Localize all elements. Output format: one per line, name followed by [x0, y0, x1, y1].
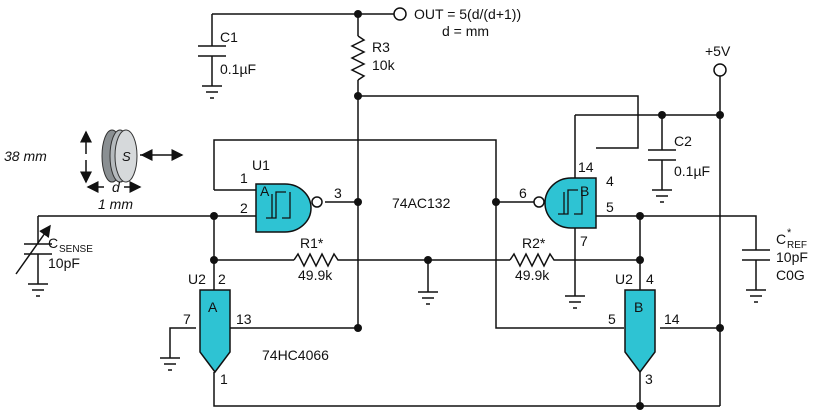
u1b-pin6: 6 — [519, 185, 527, 201]
junctions — [210, 10, 724, 410]
r1-name: R1* — [300, 235, 324, 251]
u1-ref: U1 — [252, 157, 270, 173]
u2b-unit: B — [634, 299, 643, 315]
u2a-pin13: 13 — [236, 311, 252, 327]
u1b-unit: B — [580, 183, 589, 199]
r1-value: 49.9k — [298, 267, 333, 283]
u1a-pin2: 2 — [240, 200, 248, 216]
u2a-pin2: 2 — [218, 271, 226, 287]
u1a-pin3: 3 — [334, 185, 342, 201]
sensor-letter: S — [122, 149, 131, 164]
cref-type: C0G — [776, 267, 805, 283]
sensor-gap-label: 1 mm — [98, 196, 133, 212]
gate-u1a: U1 A 1 2 3 — [240, 157, 342, 233]
switch-u2b: B U2 4 5 14 3 — [608, 271, 680, 387]
r2-value: 49.9k — [515, 267, 550, 283]
c1-name: C1 — [220, 29, 238, 45]
csense-name: C — [48, 235, 58, 251]
u2a-ref: U2 — [188, 271, 206, 287]
u2a-pin7: 7 — [183, 311, 191, 327]
out-unit-label: d = mm — [442, 23, 489, 39]
supply-terminal: +5V — [705, 43, 731, 77]
capacitor-c1: C1 0.1µF — [198, 29, 256, 99]
c2-value: 0.1µF — [674, 163, 710, 179]
r2-name: R2* — [522, 235, 546, 251]
sensor-illustration: 38 mm S d 1 mm — [4, 129, 184, 212]
cref-value: 10pF — [776, 249, 808, 265]
resistor-r3: R3 10k — [350, 35, 396, 81]
resistor-r1: R1* 49.9k — [293, 235, 344, 283]
ground-symbols — [160, 291, 585, 371]
schmitt-ic-label: 74AC132 — [392, 195, 451, 211]
c2-name: C2 — [674, 133, 692, 149]
csense-subscript: SENSE — [59, 244, 93, 255]
sensor-size-label: 38 mm — [4, 148, 47, 164]
csense-value: 10pF — [48, 255, 80, 271]
u1a-pin1: 1 — [240, 170, 248, 186]
u2b-ref: U2 — [615, 271, 633, 287]
u2b-pin14: 14 — [664, 311, 680, 327]
c1-value: 0.1µF — [220, 61, 256, 77]
u2a-pin1: 1 — [220, 371, 228, 387]
cref-subscript: REF — [787, 240, 807, 251]
u1b-pin4: 4 — [606, 173, 614, 189]
capacitor-cref: C * REF 10pF C0G — [742, 227, 808, 303]
capacitor-csense: C SENSE 10pF — [15, 224, 93, 297]
out-label: OUT = 5(d/(d+1)) — [414, 6, 521, 22]
r3-value: 10k — [372, 57, 396, 73]
gate-u1b: B 14 4 5 6 7 — [519, 159, 614, 249]
u2b-pin3: 3 — [645, 371, 653, 387]
r3-name: R3 — [372, 39, 390, 55]
u2b-pin4: 4 — [646, 271, 654, 287]
u1b-pin5: 5 — [606, 199, 614, 215]
u1a-unit: A — [260, 183, 270, 199]
out-terminal: OUT = 5(d/(d+1)) d = mm — [393, 6, 521, 39]
u1b-pin7: 7 — [580, 233, 588, 249]
cref-name: C — [776, 231, 786, 247]
switch-ic-label: 74HC4066 — [262, 347, 329, 363]
cref-superscript: * — [787, 227, 792, 239]
supply-label: +5V — [705, 43, 731, 59]
sensor-d-label: d — [112, 179, 121, 195]
u1b-pin14: 14 — [578, 159, 594, 175]
u2b-pin5: 5 — [608, 311, 616, 327]
u2a-unit: A — [208, 299, 218, 315]
switch-u2a: A U2 2 7 13 1 — [183, 271, 252, 387]
capacitor-c2: C2 0.1µF — [648, 133, 710, 203]
resistor-r2: R2* 49.9k — [509, 235, 560, 283]
